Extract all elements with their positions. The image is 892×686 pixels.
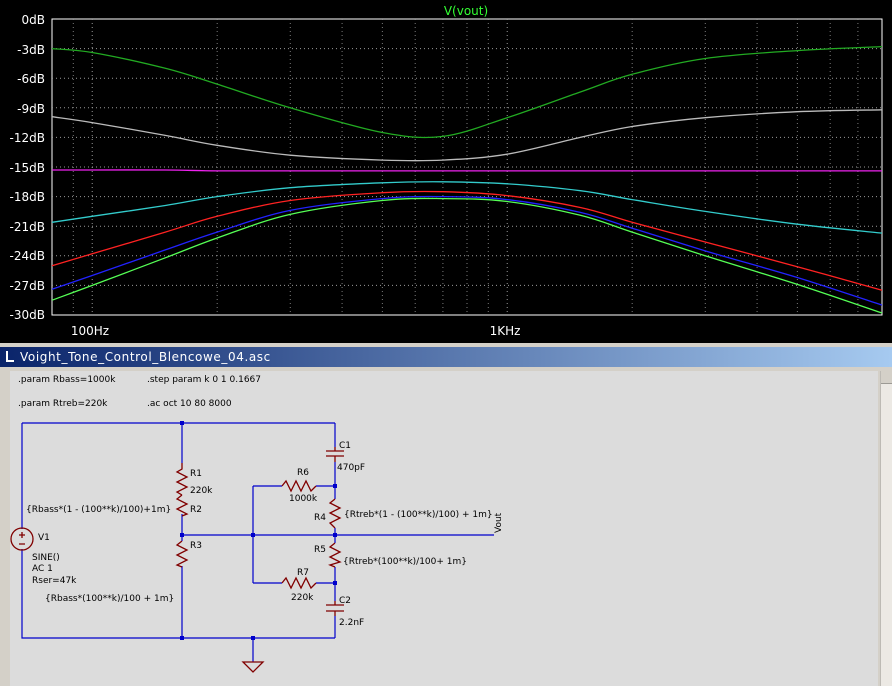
x-tick-label: 100Hz xyxy=(71,324,109,338)
label-c1[interactable]: C1 xyxy=(339,441,351,451)
y-tick-label: -21dB xyxy=(10,220,45,234)
schematic-titlebar[interactable]: Voight_Tone_Control_Blencowe_04.asc xyxy=(0,347,892,367)
directive-step[interactable]: .step param k 0 1 0.1667 xyxy=(147,375,261,385)
y-tick-label: -6dB xyxy=(17,72,45,86)
vertical-scrollbar[interactable] xyxy=(880,371,892,686)
schematic-window-title: Voight_Tone_Control_Blencowe_04.asc xyxy=(20,350,271,364)
trace-step-0 xyxy=(51,45,883,139)
label-r5[interactable]: R5 xyxy=(314,545,326,555)
net-label-vout[interactable]: Vout xyxy=(494,512,504,533)
label-c1-value[interactable]: 470pF xyxy=(337,463,365,473)
label-r6[interactable]: R6 xyxy=(297,468,309,478)
label-r6-value[interactable]: 1000k xyxy=(289,494,318,504)
bode-plot[interactable]: 0dB -3dB -6dB -9dB -12dB -15dB -18dB -21… xyxy=(0,0,892,343)
label-c2[interactable]: C2 xyxy=(339,596,351,606)
trace-step-2 xyxy=(52,169,882,172)
y-tick-label: -9dB xyxy=(17,102,45,116)
y-tick-label: -24dB xyxy=(10,249,45,263)
y-tick-label: -27dB xyxy=(10,279,45,293)
trace-step-4 xyxy=(51,190,883,291)
label-r3[interactable]: R3 xyxy=(190,541,202,551)
trace-step-3 xyxy=(51,181,883,234)
x-tick-label: 1KHz xyxy=(490,324,521,338)
label-v1-type[interactable]: SINE() xyxy=(32,553,60,563)
junctions xyxy=(180,421,337,640)
directive-ac[interactable]: .ac oct 10 80 8000 xyxy=(147,399,232,409)
schematic-drawing[interactable]: .param Rbass=1000k .step param k 0 1 0.1… xyxy=(10,371,878,686)
label-r1-value[interactable]: 220k xyxy=(190,486,213,496)
plot-grid xyxy=(52,19,882,315)
x-axis-ticks: 100Hz 1KHz xyxy=(71,324,521,338)
schematic-canvas[interactable]: .param Rbass=1000k .step param k 0 1 0.1… xyxy=(10,371,878,686)
label-r3-value[interactable]: {Rbass*(100**k)/100 + 1m} xyxy=(45,594,174,604)
wires xyxy=(21,422,494,662)
label-c2-value[interactable]: 2.2nF xyxy=(339,618,364,628)
trace-step-6 xyxy=(51,197,883,314)
components xyxy=(10,450,344,673)
y-tick-label: -18dB xyxy=(10,190,45,204)
directive-param-rtreb[interactable]: .param Rtreb=220k xyxy=(18,399,108,409)
label-r7-value[interactable]: 220k xyxy=(291,593,314,603)
label-r2-value[interactable]: {Rbass*(1 - (100**k)/100)+1m} xyxy=(26,505,171,515)
label-r1[interactable]: R1 xyxy=(190,469,202,479)
label-r4[interactable]: R4 xyxy=(314,513,326,523)
y-axis-ticks: 0dB -3dB -6dB -9dB -12dB -15dB -18dB -21… xyxy=(10,13,45,322)
y-tick-label: 0dB xyxy=(22,13,45,27)
y-tick-label: -3dB xyxy=(17,43,45,57)
directive-param-rbass[interactable]: .param Rbass=1000k xyxy=(18,375,116,385)
trace-title[interactable]: V(vout) xyxy=(444,4,488,18)
traces xyxy=(51,45,883,314)
label-r5-value[interactable]: {Rtreb*(100**k)/100+ 1m} xyxy=(343,557,467,567)
y-tick-label: -12dB xyxy=(10,131,45,145)
y-tick-label: -30dB xyxy=(10,308,45,322)
y-tick-label: -15dB xyxy=(10,161,45,175)
scroll-up-button[interactable] xyxy=(881,371,892,384)
trace-step-5 xyxy=(51,195,883,306)
label-v1-ac[interactable]: AC 1 xyxy=(32,564,53,574)
label-v1[interactable]: V1 xyxy=(38,533,50,543)
schematic-window[interactable]: Voight_Tone_Control_Blencowe_04.asc .par… xyxy=(0,347,892,686)
waveform-viewer[interactable]: 0dB -3dB -6dB -9dB -12dB -15dB -18dB -21… xyxy=(0,0,892,343)
label-r4-value[interactable]: {Rtreb*(1 - (100**k)/100) + 1m} xyxy=(344,510,493,520)
label-r2[interactable]: R2 xyxy=(190,505,202,515)
ltspice-app-icon xyxy=(6,351,14,362)
label-v1-rser[interactable]: Rser=47k xyxy=(32,576,77,586)
trace-step-1 xyxy=(51,109,883,162)
label-r7[interactable]: R7 xyxy=(297,568,309,578)
component-labels: C1 470pF R6 1000k R1 220k R2 {Rbass*(1 -… xyxy=(26,441,504,628)
